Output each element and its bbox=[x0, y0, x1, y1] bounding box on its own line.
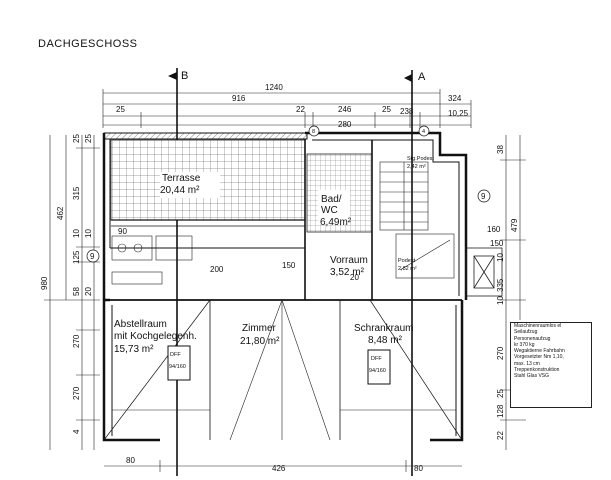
dim-r-10a: 10 bbox=[496, 253, 505, 262]
dim-l-10b: 10 bbox=[84, 229, 93, 238]
dim-r-479: 479 bbox=[510, 218, 519, 232]
axis-bubble-8 bbox=[308, 125, 320, 137]
room-name-terrasse: Terrasse bbox=[162, 173, 201, 184]
elevator-note-box: Maschinenraumlos el Seilaufzug Personena… bbox=[510, 322, 592, 408]
dim-r-150: 150 bbox=[490, 239, 504, 248]
section-marker-b bbox=[168, 68, 178, 476]
legend-line: max. 13 cm bbox=[514, 360, 540, 367]
dim-r-10b: 10 bbox=[496, 296, 505, 305]
room-area-schrankraum: 8,48 m² bbox=[368, 335, 403, 346]
dim-l-20: 20 bbox=[84, 287, 93, 296]
section-label-a: A bbox=[418, 71, 426, 83]
dim-25-mid: 25 bbox=[382, 105, 391, 114]
dim-238: 238 bbox=[400, 107, 414, 116]
axis-label-9-right: 9 bbox=[481, 192, 486, 201]
dim-r-160: 160 bbox=[487, 225, 501, 234]
dim-r-22: 22 bbox=[496, 431, 505, 440]
legend-line: Wegaktierne Fahrbahn bbox=[514, 348, 565, 355]
kitchen-fixtures bbox=[111, 235, 193, 285]
left-dimension-lines bbox=[44, 135, 100, 450]
dim-label-200: 200 bbox=[210, 265, 224, 274]
dim-label-90: 90 bbox=[118, 227, 127, 236]
dim-label-20: 20 bbox=[350, 273, 359, 282]
dim-246: 246 bbox=[338, 105, 352, 114]
top-dimension-lines bbox=[102, 89, 472, 128]
outer-walls bbox=[102, 131, 468, 442]
legend-line: Seilaufzug bbox=[514, 329, 538, 336]
dim-r-25: 25 bbox=[496, 389, 505, 398]
axis-label-9-left: 9 bbox=[90, 252, 95, 261]
room-name-podest: Podest bbox=[398, 258, 416, 264]
dim-916: 916 bbox=[232, 94, 246, 103]
room-name-bad: Bad/ bbox=[321, 194, 342, 205]
axis-label-4: 4 bbox=[422, 129, 425, 135]
room-area-stg-podest: 2,42 m² bbox=[407, 164, 426, 170]
axis-bubble-9-left bbox=[86, 249, 100, 263]
room-area-vorraum: 3,52 m² bbox=[330, 267, 365, 278]
legend-line: Personenaufzug bbox=[514, 335, 551, 342]
legend-line: Treppenkonstruktion bbox=[514, 367, 560, 374]
dim-25-left: 25 bbox=[116, 105, 125, 114]
interior-walls bbox=[110, 139, 462, 440]
skylight-2-size: 94/160 bbox=[369, 368, 386, 374]
dim-label-150: 150 bbox=[282, 261, 296, 270]
legend-line: Maschinenraumlos el bbox=[514, 323, 562, 329]
room-area-bad: 6,49m² bbox=[320, 217, 352, 228]
elevator-shaft bbox=[465, 247, 503, 297]
room-name-wc: WC bbox=[321, 205, 338, 216]
room-name-abstellraum: Abstellraum bbox=[114, 319, 167, 330]
dim-l-125: 125 bbox=[72, 250, 81, 264]
section-label-b: B bbox=[181, 70, 188, 82]
room-area-terrasse: 20,44 m² bbox=[160, 185, 200, 196]
dim-980: 980 bbox=[40, 276, 49, 290]
dim-r-270: 270 bbox=[496, 346, 505, 360]
skylight-2 bbox=[367, 349, 391, 385]
dim-bottom-right: 80 bbox=[414, 464, 423, 473]
dim-r-128: 128 bbox=[496, 404, 505, 418]
staircase bbox=[379, 161, 455, 279]
dim-l-315: 315 bbox=[72, 186, 81, 200]
room-area-zimmer: 21,80 m² bbox=[240, 336, 280, 347]
legend-line: kr 370 kg bbox=[514, 341, 535, 348]
dim-10-25: 10,25 bbox=[448, 109, 469, 118]
legend-line: Vorgesetzter Nm 1,10, bbox=[514, 354, 564, 361]
dim-l-58: 58 bbox=[72, 287, 81, 296]
dim-324: 324 bbox=[448, 94, 462, 103]
dim-22: 22 bbox=[296, 105, 305, 114]
dim-bottom-mid: 426 bbox=[272, 464, 286, 473]
skylight-1 bbox=[167, 345, 191, 381]
axis-label-8: 8 bbox=[312, 129, 315, 135]
legend-line: Stahl Glas VSG bbox=[514, 373, 550, 380]
room-name-schrankraum: Schrankraum bbox=[354, 323, 413, 334]
axis-bubble-4 bbox=[418, 125, 430, 137]
room-name-abstellraum-2: mit Kochgelegenh. bbox=[114, 331, 197, 342]
dim-l-25a: 25 bbox=[72, 134, 81, 143]
dim-l-25b: 25 bbox=[84, 134, 93, 143]
axis-bubble-9-right bbox=[477, 189, 491, 203]
dim-l-270a: 270 bbox=[72, 334, 81, 348]
dim-280: 280 bbox=[338, 120, 352, 129]
skylight-1-size: 94/160 bbox=[169, 364, 186, 370]
dim-l-4: 4 bbox=[72, 429, 81, 434]
dim-r-38: 38 bbox=[496, 145, 505, 154]
skylight-1-label: DFF bbox=[170, 352, 181, 358]
room-area-abstellraum: 15,73 m² bbox=[114, 344, 154, 355]
dim-bottom-left: 80 bbox=[126, 456, 135, 465]
page-title: DACHGESCHOSS bbox=[38, 38, 138, 50]
dim-l-270b: 270 bbox=[72, 386, 81, 400]
dim-l-10a: 10 bbox=[72, 229, 81, 238]
dim-462: 462 bbox=[56, 206, 65, 220]
roof-slope-lines bbox=[112, 299, 456, 441]
section-marker-a bbox=[404, 70, 413, 476]
room-name-vorraum: Vorraum bbox=[330, 255, 368, 266]
dim-total-width: 1240 bbox=[265, 83, 283, 92]
room-area-podest: 2,82 m² bbox=[398, 266, 417, 272]
bottom-dimension-lines bbox=[104, 460, 462, 472]
room-name-stg-podest: Stg.Podest bbox=[407, 156, 434, 162]
room-name-zimmer: Zimmer bbox=[242, 323, 277, 334]
skylight-2-label: DFF bbox=[371, 356, 382, 362]
dim-r-335: 335 bbox=[496, 278, 505, 292]
